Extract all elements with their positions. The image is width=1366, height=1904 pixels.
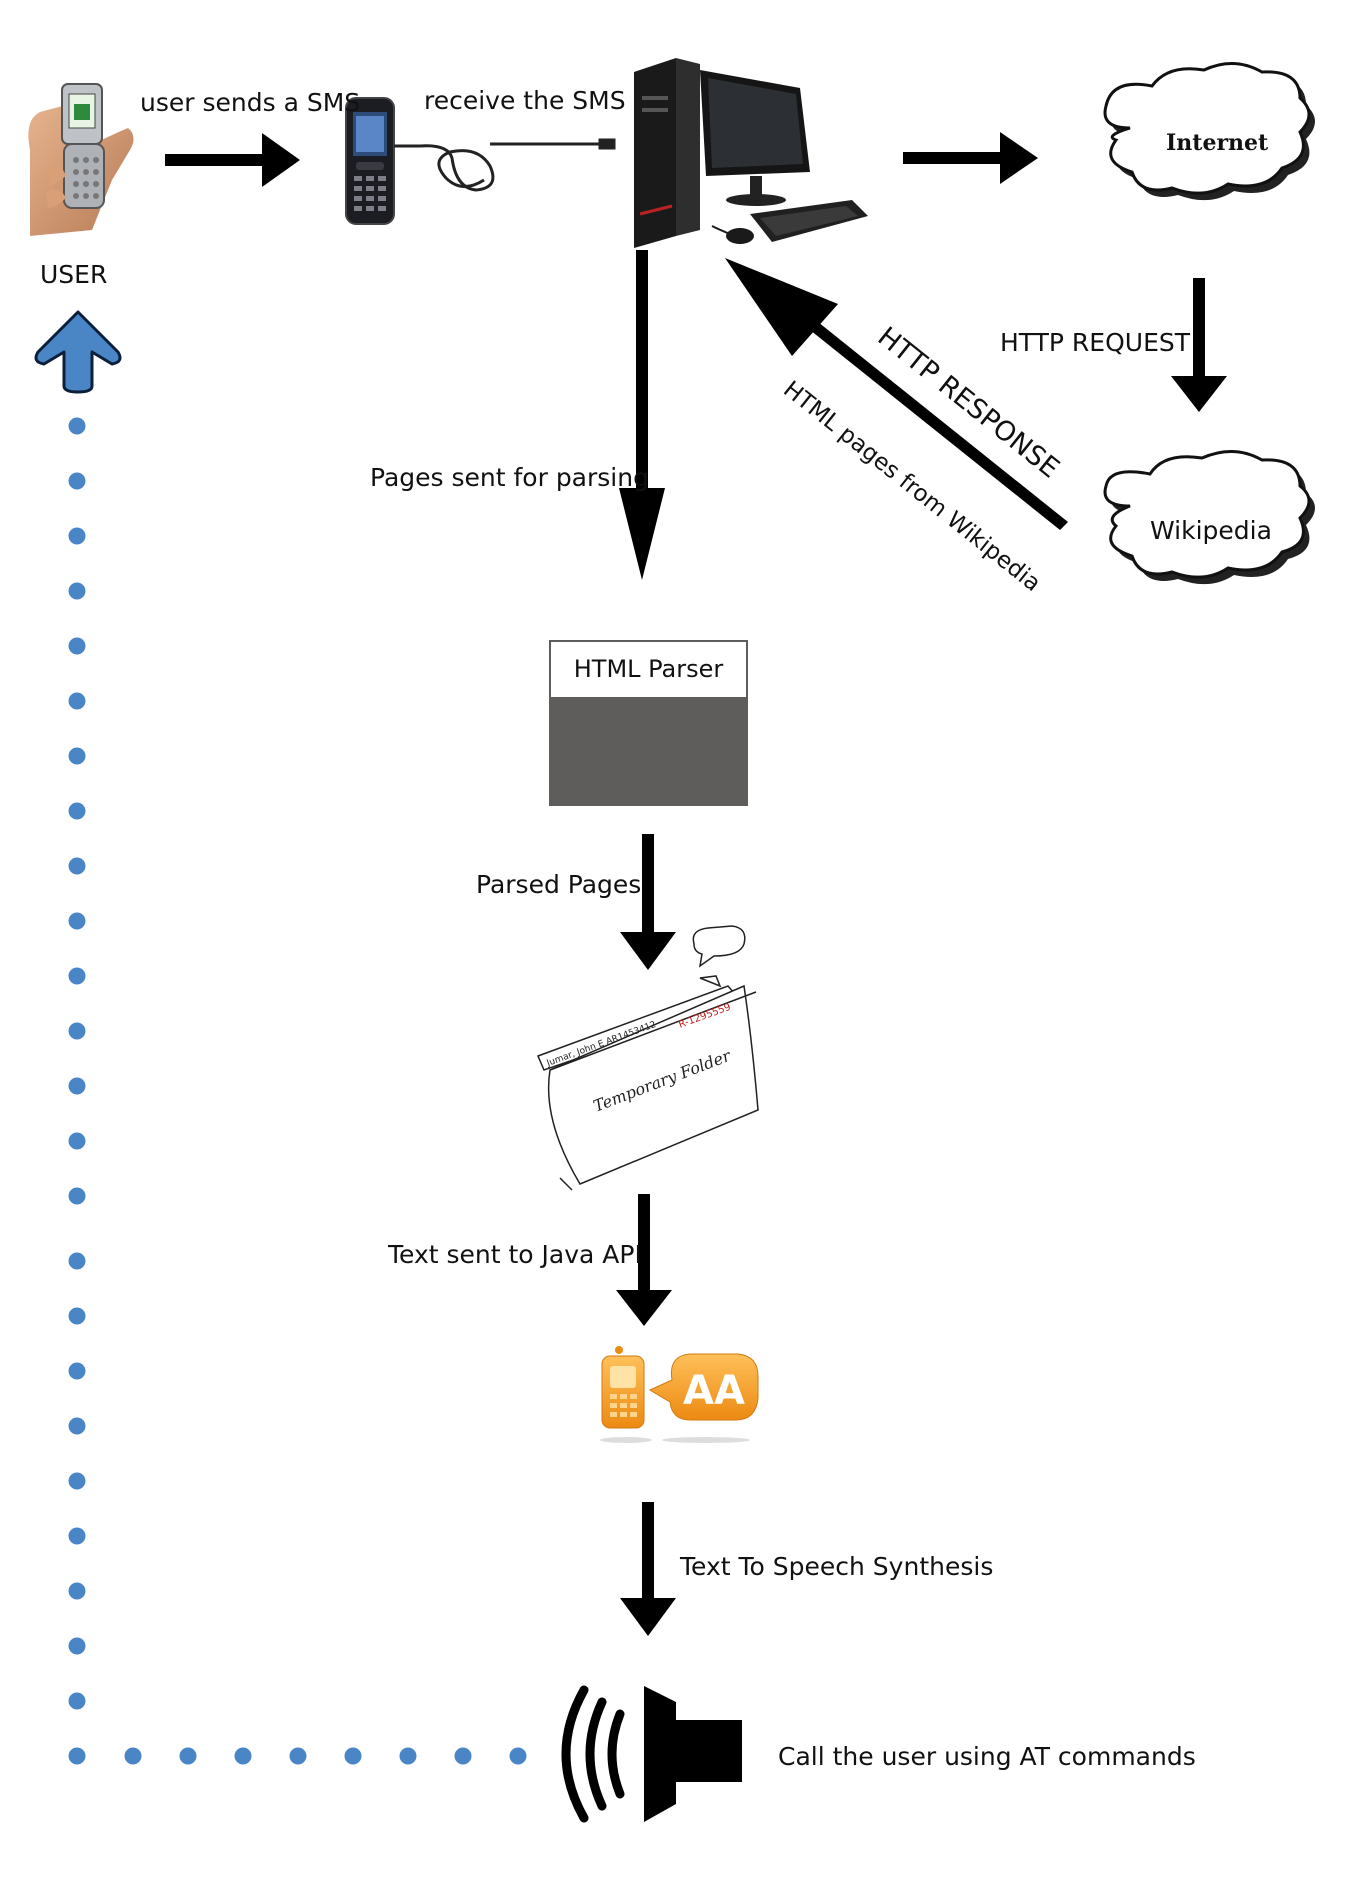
tts-glyph: AA [683,1368,745,1414]
http-request-label: HTTP REQUEST [1000,328,1191,357]
hand-phone-icon [28,83,134,236]
arrow-user-to-phone [165,133,300,187]
arrow-computer-to-internet [903,132,1038,184]
call-user-label: Call the user using AT commands [778,1742,1196,1771]
usb-cable-icon [394,138,616,192]
html-parser-title: HTML Parser [573,655,724,683]
cloud-icon [1103,62,1315,201]
speaker-icon [561,1685,742,1823]
receive-sms-label: receive the SMS [424,86,626,115]
tts-label: Text To Speech Synthesis [680,1552,994,1581]
arrow-computer-to-parser [619,250,665,580]
arrow-http-response [725,258,1068,530]
parsed-pages-label: Parsed Pages [476,870,642,899]
tts-app-icon [600,1346,759,1443]
user-label: USER [40,260,108,289]
html-parser-box: HTML Parser [549,640,748,806]
arrow-parser-to-folder [620,834,676,970]
pages-sent-label: Pages sent for parsing [370,463,649,492]
up-arrow-icon [34,310,122,394]
arrow-folder-to-tts [616,1194,672,1326]
return-path-dots [68,417,527,1765]
mobile-phone-icon [345,97,395,225]
desktop-computer-icon [634,58,868,248]
text-java-label: Text sent to Java API [388,1240,642,1269]
user-sends-sms-label: user sends a SMS [140,88,361,117]
folder-sketch-icon [536,925,759,1191]
html-parser-body [551,697,746,804]
internet-label: Internet [1166,130,1269,156]
arrow-internet-to-wikipedia [1171,278,1227,412]
arrow-tts-to-speaker [620,1502,676,1636]
wikipedia-label: Wikipedia [1150,516,1272,545]
cloud-icon [1103,449,1315,585]
